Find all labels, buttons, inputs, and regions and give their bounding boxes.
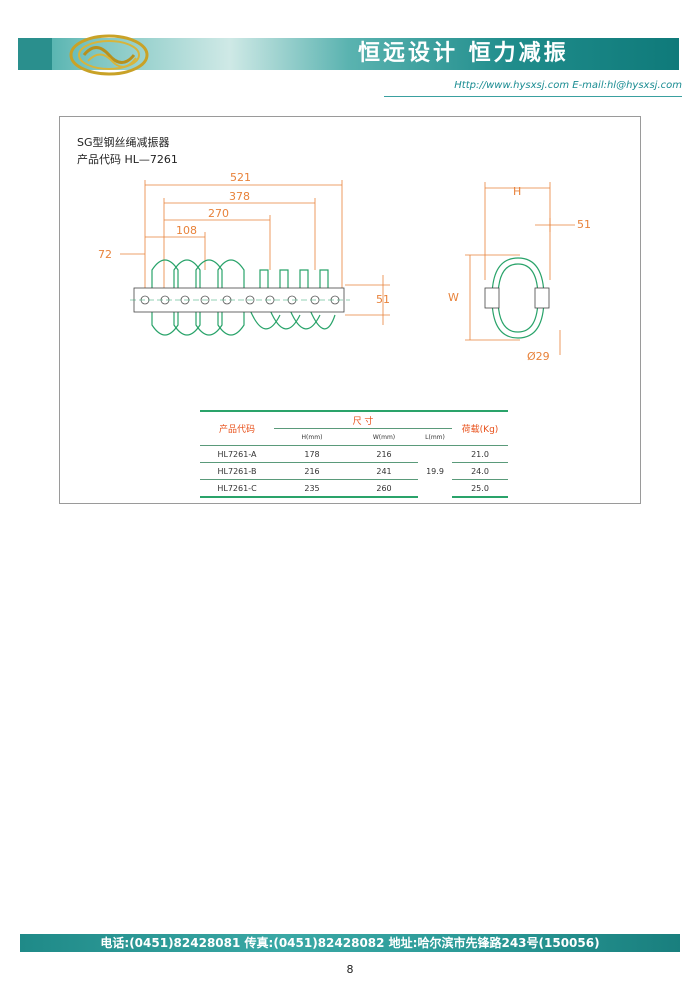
cell-w: 216 xyxy=(350,445,418,463)
cell-h: 178 xyxy=(274,445,350,463)
cell-load: 24.0 xyxy=(452,462,508,480)
footer-bar: 电话:(0451)82428081 传真:(0451)82428082 地址:哈… xyxy=(20,934,680,952)
cell-l: 19.9 xyxy=(418,445,452,497)
technical-drawing: 521 378 270 108 72 51 xyxy=(98,171,591,363)
dim-label-29: Ø29 xyxy=(527,350,550,363)
table-row: HL7261-C 235 260 25.0 xyxy=(200,479,508,498)
product-code: 产品代码 HL—7261 xyxy=(77,153,178,166)
company-logo xyxy=(69,34,149,76)
cell-code: HL7261-A xyxy=(200,445,274,463)
table-row: HL7261-A 178 216 19.9 21.0 xyxy=(200,445,508,497)
product-title: SG型钢丝绳减振器 xyxy=(77,136,170,149)
footer-contact: 电话:(0451)82428081 传真:(0451)82428082 地址:哈… xyxy=(100,936,600,950)
sub-h: H(mm) xyxy=(301,433,323,441)
header-accent xyxy=(18,38,52,70)
company-slogan: 恒远设计 恒力减振 xyxy=(358,41,569,66)
col-load-header: 荷载(Kg) xyxy=(452,410,508,446)
page-number: 8 xyxy=(346,963,354,976)
contact-line: Http://www.hysxsj.com E-mail:hl@hysxsj.c… xyxy=(454,80,682,91)
dim-label-521: 521 xyxy=(230,171,251,184)
table-row: HL7261-B 216 241 24.0 xyxy=(200,462,508,480)
sub-w: W(mm) xyxy=(372,433,396,441)
dim-label-51a: 51 xyxy=(376,293,390,306)
spec-table: 产品代码 尺 寸 荷载(Kg) H(mm) W(mm) L(mm) HL7261… xyxy=(200,410,508,498)
cell-load: 25.0 xyxy=(452,479,508,498)
dim-label-270: 270 xyxy=(208,207,229,220)
sub-l: L(mm) xyxy=(425,433,445,441)
dim-label-72: 72 xyxy=(98,248,112,261)
dim-label-378: 378 xyxy=(229,190,250,203)
dim-label-w: W xyxy=(448,291,459,304)
cell-h: 216 xyxy=(274,462,350,480)
dim-label-108: 108 xyxy=(176,224,197,237)
cell-code: HL7261-B xyxy=(200,462,274,480)
dim-label-51b: 51 xyxy=(577,218,591,231)
cell-h: 235 xyxy=(274,479,350,498)
dim-label-h: H xyxy=(513,185,521,198)
cell-load: 21.0 xyxy=(452,445,508,463)
header-rule xyxy=(384,96,682,97)
cell-w: 260 xyxy=(350,479,418,498)
damper-coils xyxy=(151,259,336,336)
col-size-header: 尺 寸 xyxy=(274,410,452,429)
col-code-header: 产品代码 xyxy=(200,410,274,446)
cell-code: HL7261-C xyxy=(200,479,274,498)
cell-w: 241 xyxy=(350,462,418,480)
